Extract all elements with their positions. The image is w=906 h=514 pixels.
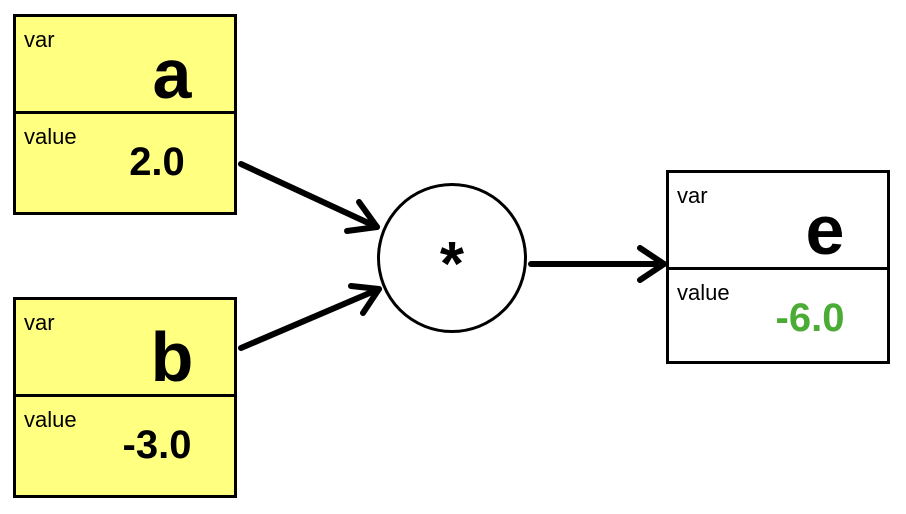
value-a: 2.0 — [129, 140, 185, 184]
var-node-b: var b value -3.0 — [13, 297, 237, 498]
edge-op-arrowhead — [637, 245, 667, 283]
var-label-a: var — [24, 27, 55, 52]
edge-b-to-op — [238, 283, 382, 351]
edge-a-line — [238, 161, 380, 230]
var-label-b: var — [24, 310, 55, 335]
value-label-e: value — [677, 280, 730, 305]
var-name-b: b — [150, 318, 194, 396]
var-name-a: a — [152, 35, 192, 113]
var-label-e: var — [677, 183, 708, 208]
var-cell-b: var b — [16, 300, 234, 397]
value-b: -3.0 — [122, 423, 192, 467]
operation-node: * — [377, 183, 527, 333]
edge-b-arrowhead — [348, 283, 382, 316]
edge-a-to-op — [238, 161, 380, 234]
var-node-a: var a value 2.0 — [13, 14, 237, 215]
edge-b-line — [238, 286, 382, 351]
value-label-a: value — [24, 124, 77, 149]
edge-op-to-e — [528, 245, 667, 283]
value-e: -6.0 — [775, 296, 845, 340]
value-cell-e: value -6.0 — [669, 270, 887, 361]
value-label-b: value — [24, 407, 77, 432]
edge-a-arrowhead — [344, 199, 380, 234]
var-node-e: var e value -6.0 — [666, 170, 890, 364]
value-cell-b: value -3.0 — [16, 397, 234, 495]
var-cell-a: var a — [16, 17, 234, 114]
var-name-e: e — [805, 191, 845, 269]
value-cell-a: value 2.0 — [16, 114, 234, 212]
var-cell-e: var e — [669, 173, 887, 270]
operation-symbol: * — [439, 230, 465, 299]
